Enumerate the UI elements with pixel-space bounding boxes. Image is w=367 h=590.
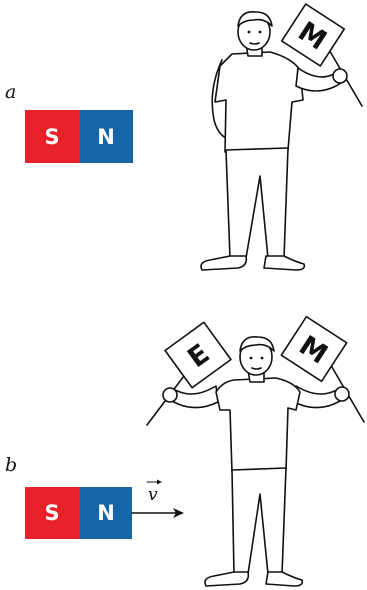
observer-a-left-eye	[248, 31, 251, 34]
magnet-a-south-label: S	[44, 125, 59, 149]
observer-b-trousers	[232, 468, 286, 574]
velocity-label: v	[148, 485, 158, 505]
panel-a: a S N M	[5, 4, 362, 270]
magnet-a-north-label: N	[97, 125, 115, 149]
observer-b-left-shoe	[205, 572, 248, 586]
observer-a-shirt	[215, 52, 303, 152]
sign-a-m: M	[282, 4, 345, 66]
observer-a-right-hand	[333, 69, 347, 83]
magnet-b-south-label: S	[44, 501, 59, 525]
observer-a-right-eye	[259, 31, 262, 34]
observer-b-right-shoe	[266, 572, 302, 586]
panel-b-label: b	[5, 454, 17, 476]
panel-a-label: a	[5, 81, 16, 103]
observer-b-shirt	[216, 378, 300, 472]
observer-b-left-eye	[250, 357, 253, 360]
panel-b: b S N v E M	[5, 317, 364, 586]
magnet-b: S N	[25, 487, 132, 539]
sign-b-e: E	[165, 322, 231, 387]
observer-a-trousers	[226, 148, 288, 258]
velocity-vector: v	[132, 480, 184, 519]
observer-a-right-shoe	[264, 256, 304, 270]
observer-a: M	[201, 4, 362, 270]
magnet-b-north-label: N	[97, 501, 115, 525]
velocity-overarrow-head	[157, 480, 162, 485]
observer-b-right-hand	[335, 387, 349, 401]
sign-b-m: M	[281, 317, 346, 382]
observer-b: E M	[147, 317, 364, 586]
observer-a-left-shoe	[201, 256, 246, 270]
magnet-a: S N	[25, 110, 133, 163]
observer-b-right-eye	[261, 357, 264, 360]
observer-b-left-hand	[163, 388, 177, 402]
